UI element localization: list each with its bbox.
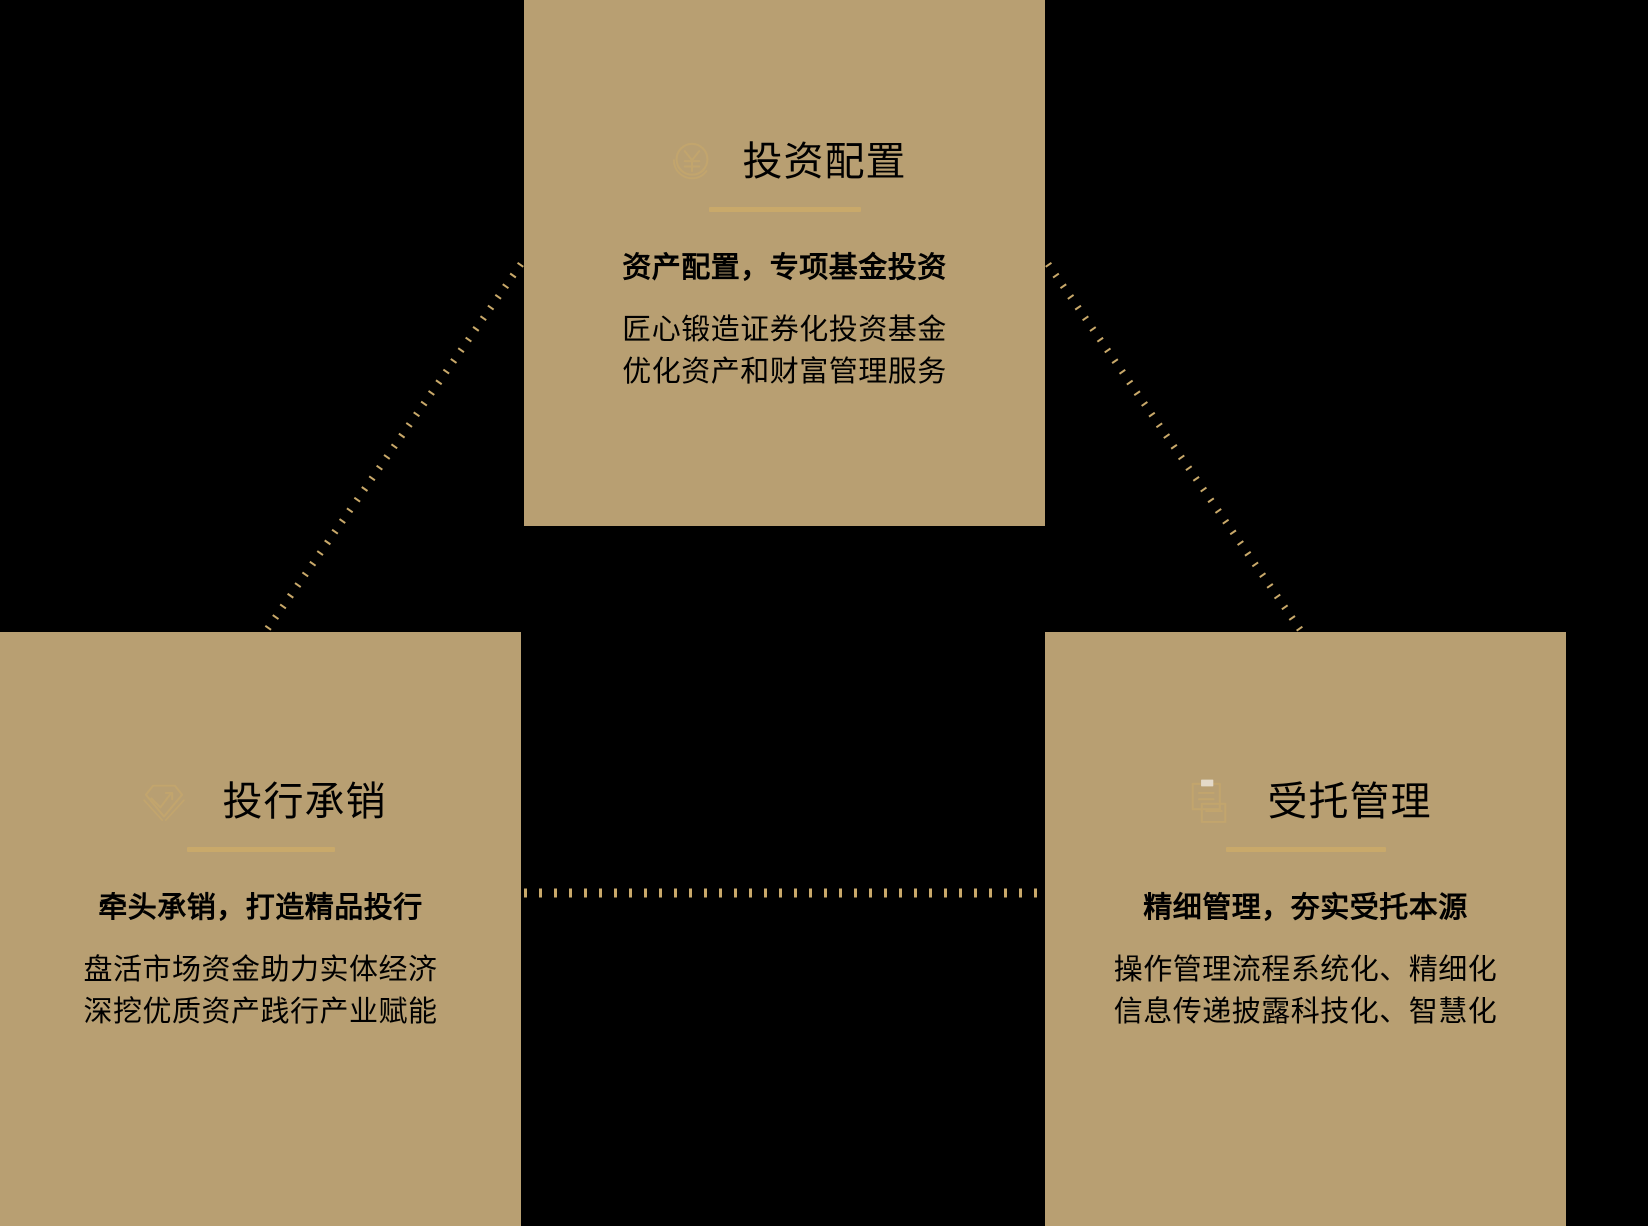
card-trustee-management[interactable]: 受托管理 精细管理，夯实受托本源 操作管理流程系统化、精细化 信息传递披露科技化… — [1045, 632, 1566, 1226]
card-line: 盘活市场资金助力实体经济 — [83, 954, 438, 986]
card-investment-allocation[interactable]: 投资配置 资产配置，专项基金投资 匠心锻造证券化投资基金 优化资产和财富管理服务 — [524, 0, 1045, 526]
title-underline — [1225, 847, 1386, 852]
card-line: 优化资产和财富管理服务 — [622, 356, 947, 389]
card-line: 操作管理流程系统化、精细化 — [1113, 954, 1498, 986]
card-header: 投资配置 — [663, 132, 907, 192]
clipboard-document-icon — [1180, 773, 1238, 831]
connector-top-to-right — [1045, 262, 1311, 643]
title-underline — [186, 847, 335, 852]
card-title: 受托管理 — [1267, 780, 1432, 824]
card-title: 投资配置 — [742, 140, 907, 184]
card-lead: 牵头承销，打造精品投行 — [98, 892, 423, 924]
card-line: 深挖优质资产践行产业赋能 — [83, 996, 438, 1029]
card-body: 牵头承销，打造精品投行 盘活市场资金助力实体经济 深挖优质资产践行产业赋能 — [83, 894, 437, 1033]
title-underline — [708, 207, 861, 212]
yuan-coin-icon — [663, 133, 721, 191]
card-header: 受托管理 — [1180, 772, 1432, 832]
card-investment-banking-underwriting[interactable]: 投行承销 牵头承销，打造精品投行 盘活市场资金助力实体经济 深挖优质资产践行产业… — [0, 632, 521, 1226]
card-title: 投行承销 — [222, 780, 387, 824]
connector-top-to-left — [256, 262, 524, 643]
card-body: 资产配置，专项基金投资 匠心锻造证券化投资基金 优化资产和财富管理服务 — [622, 254, 947, 393]
card-lead: 精细管理，夯实受托本源 — [1143, 892, 1468, 924]
card-body: 精细管理，夯实受托本源 操作管理流程系统化、精细化 信息传递披露科技化、智慧化 — [1114, 894, 1498, 1033]
card-lead: 资产配置，专项基金投资 — [622, 252, 947, 284]
diamond-growth-icon — [135, 773, 193, 831]
card-header: 投行承销 — [135, 772, 387, 832]
card-line: 匠心锻造证券化投资基金 — [622, 314, 947, 346]
card-line: 信息传递披露科技化、智慧化 — [1113, 996, 1498, 1029]
